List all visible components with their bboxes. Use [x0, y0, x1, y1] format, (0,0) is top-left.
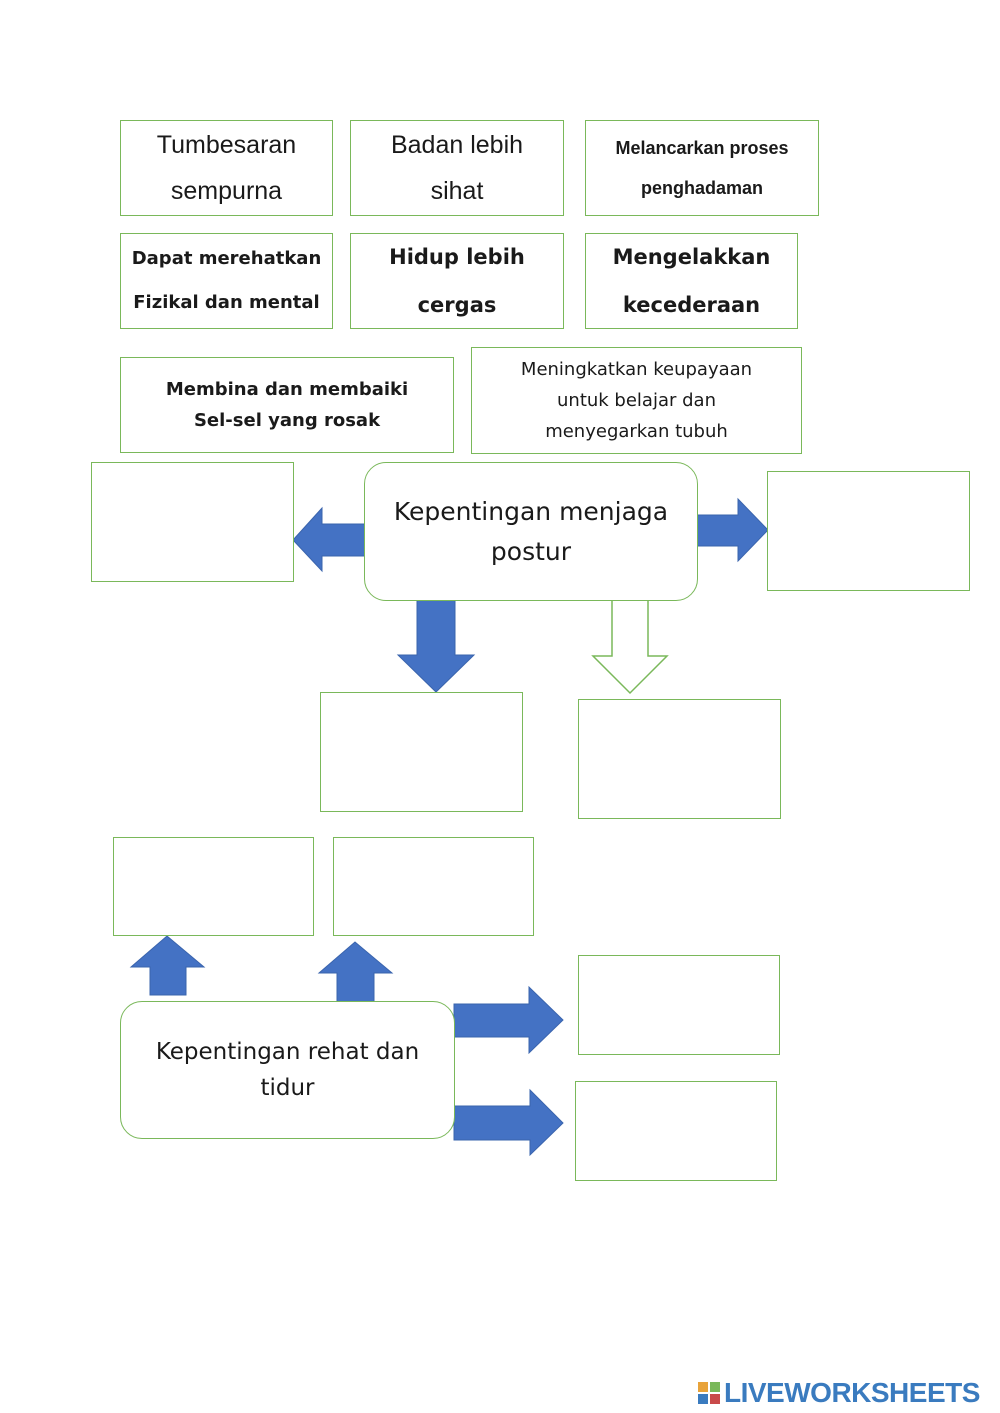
drop-zone-rehat-top-left[interactable] [113, 837, 314, 936]
logo-text: LIVEWORKSHEETS [724, 1377, 980, 1408]
card-text: Dapat merehatkan [131, 248, 322, 269]
card-text: Tumbesaran [156, 131, 297, 159]
drop-zone-rehat-top-right[interactable] [333, 837, 534, 936]
card-text: Fizikal dan mental [133, 292, 320, 313]
postur-node: Kepentingan menjaga postur [364, 462, 698, 601]
card-text: sihat [430, 177, 484, 205]
drop-zone-rehat-right-2[interactable] [575, 1081, 777, 1181]
drop-zone-postur-bottom-right[interactable] [578, 699, 781, 819]
card-text: menyegarkan tubuh [545, 421, 728, 442]
liveworksheets-logo-icon [698, 1382, 720, 1404]
node-text: Kepentingan menjaga [393, 496, 669, 526]
liveworksheets-logo: LIVEWORKSHEETS [698, 1377, 980, 1408]
drop-zone-rehat-right-1[interactable] [578, 955, 780, 1055]
node-text: tidur [260, 1075, 315, 1101]
card-text: cergas [417, 293, 497, 317]
card-text: Badan lebih [390, 131, 524, 159]
arrow-left-icon [292, 506, 366, 573]
card-text: Melancarkan proses [615, 138, 789, 158]
card-text: kecederaan [622, 293, 761, 317]
answer-card-melancarkan[interactable]: Melancarkan proses penghadaman [585, 120, 819, 216]
arrow-down-outline-icon [591, 599, 669, 695]
arrow-right-icon [453, 985, 564, 1055]
answer-card-tumbesaran[interactable]: Tumbesaran sempurna [120, 120, 333, 216]
arrow-up-icon [317, 941, 394, 1003]
drop-zone-postur-left[interactable] [91, 462, 294, 582]
card-text: Meningkatkan keupayaan [520, 359, 753, 380]
card-text: Mengelakkan [612, 245, 771, 269]
answer-card-hidup[interactable]: Hidup lebih cergas [350, 233, 564, 329]
card-text: Membina dan membaiki [165, 379, 409, 400]
card-text: Sel-sel yang rosak [193, 410, 381, 431]
card-text: penghadaman [640, 178, 764, 198]
answer-card-meningkatkan[interactable]: Meningkatkan keupayaan untuk belajar dan m… [471, 347, 802, 454]
arrow-down-icon [396, 599, 476, 693]
node-text: postur [490, 536, 572, 566]
drop-zone-postur-bottom-left[interactable] [320, 692, 523, 812]
card-text: untuk belajar dan [557, 390, 716, 411]
arrow-up-icon [129, 935, 206, 996]
arrow-right-icon [453, 1088, 564, 1157]
node-text: Kepentingan rehat dan [155, 1039, 420, 1065]
rehat-node: Kepentingan rehat dan tidur [120, 1001, 455, 1139]
arrow-right-icon [696, 497, 769, 563]
card-text: Hidup lebih [389, 245, 525, 269]
drop-zone-postur-right[interactable] [767, 471, 970, 591]
card-text: sempurna [170, 177, 283, 205]
answer-card-mengelakkan[interactable]: Mengelakkan kecederaan [585, 233, 798, 329]
answer-card-badan[interactable]: Badan lebih sihat [350, 120, 564, 216]
